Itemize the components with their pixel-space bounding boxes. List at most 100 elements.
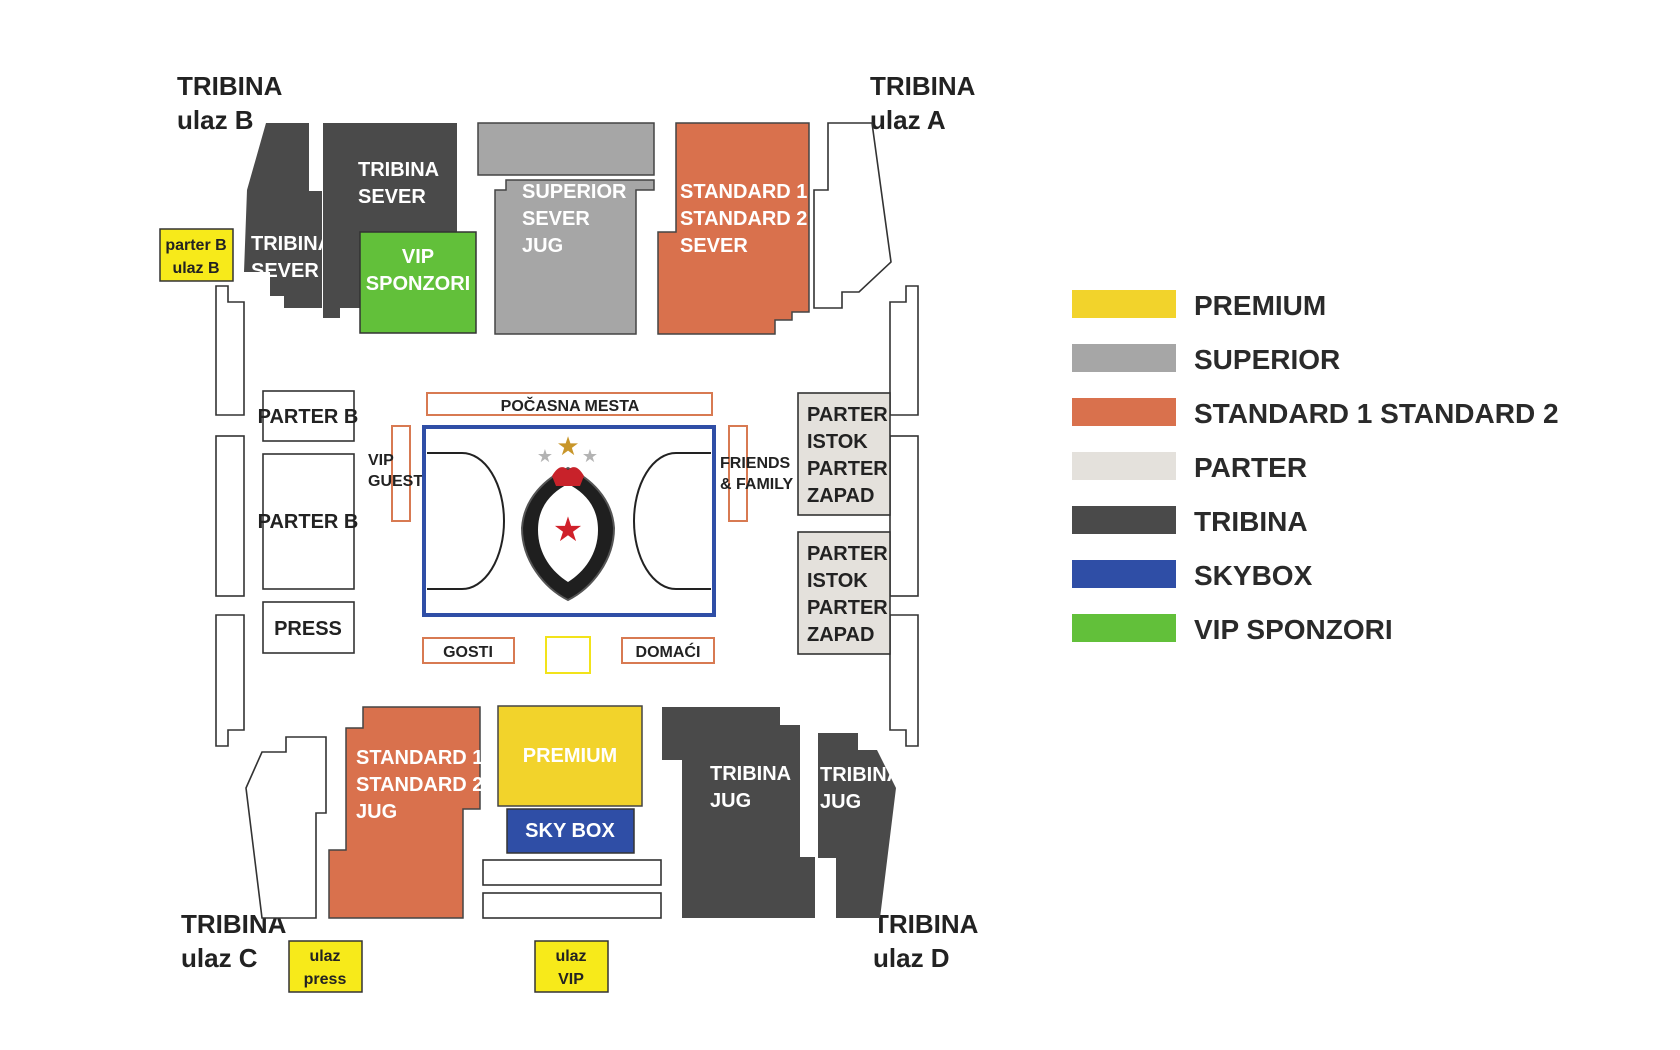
legend-swatch <box>1072 290 1176 318</box>
section-domaci[interactable] <box>621 637 715 664</box>
superior-line1: SUPERIOR <box>522 181 627 203</box>
section-tribina-jug-right[interactable] <box>818 733 896 918</box>
legend-swatch <box>1072 560 1176 588</box>
tribina-jug-main-line1: TRIBINA <box>710 763 791 785</box>
gosti-label: GOSTI <box>443 644 493 661</box>
standard-jug-line3: JUG <box>356 801 397 823</box>
red-star-icon: ★ <box>553 511 583 549</box>
superior-line2: SEVER <box>522 208 590 230</box>
corner-bottom-left-line2: ulaz C <box>181 943 258 973</box>
gold-star-icon: ★ <box>556 431 579 461</box>
pocasna-mesta-label: POČASNA MESTA <box>501 396 640 415</box>
parter-istok-2-line4: ZAPAD <box>807 624 874 646</box>
section-premium[interactable] <box>497 705 643 807</box>
legend-swatch <box>1072 452 1176 480</box>
section-parter-b-mid[interactable] <box>262 453 355 590</box>
side-block-left-3[interactable] <box>215 614 245 747</box>
corner-bottom-right-line1: TRIBINA <box>873 909 979 939</box>
press-label: PRESS <box>274 618 342 640</box>
section-skybox[interactable] <box>506 808 635 854</box>
legend-swatch <box>1072 398 1176 426</box>
legend: PREMIUM SUPERIOR STANDARD 1 STANDARD 2 PART… <box>1072 290 1559 645</box>
section-standard-sever[interactable] <box>657 122 810 335</box>
parter-istok-1-line3: PARTER <box>807 458 888 480</box>
side-block-right-1[interactable] <box>889 285 919 416</box>
premium-label: PREMIUM <box>523 745 617 767</box>
legend-label: STANDARD 1 STANDARD 2 <box>1194 398 1559 429</box>
side-block-right-3[interactable] <box>889 614 919 747</box>
corner-top-right-line2: ulaz A <box>870 105 946 135</box>
parter-istok-2-line1: PARTER <box>807 543 888 565</box>
entrance-press[interactable] <box>288 940 363 993</box>
section-press[interactable] <box>262 601 355 654</box>
legend-label: SUPERIOR <box>1194 344 1340 375</box>
section-tribina-sever-left[interactable] <box>244 123 322 308</box>
corner-top-right-line1: TRIBINA <box>870 71 976 101</box>
corner-bottom-right-line2: ulaz D <box>873 943 950 973</box>
section-vip-guest-bar[interactable] <box>391 425 411 522</box>
parter-istok-1-line1: PARTER <box>807 404 888 426</box>
section-tribina-sever-top[interactable] <box>323 123 457 318</box>
silver-star-icon: ★ <box>537 446 553 466</box>
vip-sponzori-line1: VIP <box>402 246 434 268</box>
standard-sever-line3: SEVER <box>680 235 748 257</box>
section-tribina-right-top[interactable] <box>813 122 892 309</box>
court-key-left <box>427 452 505 590</box>
legend-label: VIP SPONZORI <box>1194 614 1393 645</box>
vip-guest-line1: VIP <box>368 452 394 469</box>
entrance-vip[interactable] <box>534 940 609 993</box>
section-standard-jug[interactable] <box>328 706 481 919</box>
corner-top-left-line2: ulaz B <box>177 105 254 135</box>
standard-jug-line2: STANDARD 2 <box>356 774 483 796</box>
side-block-left-1[interactable] <box>215 285 245 416</box>
corner-top-left-line1: TRIBINA <box>177 71 283 101</box>
section-bottom-row-2[interactable] <box>482 892 662 919</box>
legend-label: TRIBINA <box>1194 506 1308 537</box>
corner-label-bottom-left: TRIBINA ulaz C <box>181 909 287 973</box>
section-parter-istok-2[interactable] <box>797 531 891 655</box>
tribina-jug-main-line2: JUG <box>710 790 751 812</box>
section-vip-sponzori[interactable] <box>359 231 477 334</box>
entrance-parter-b-line2: ulaz B <box>172 260 219 277</box>
legend-label: PARTER <box>1194 452 1307 483</box>
corner-label-top-right: TRIBINA ulaz A <box>870 71 976 135</box>
parter-b-top-label: PARTER B <box>258 406 359 428</box>
domaci-label: DOMAĆI <box>636 642 701 661</box>
tribina-sever-top-line2: SEVER <box>358 186 426 208</box>
tribina-sever-left-line1: TRIBINA <box>251 233 332 255</box>
club-logo-emblem: ★ ★ ★ ★ <box>520 431 616 602</box>
legend-swatch <box>1072 614 1176 642</box>
standard-sever-line2: STANDARD 2 <box>680 208 807 230</box>
court-key-right <box>633 452 711 590</box>
corner-label-bottom-right: TRIBINA ulaz D <box>873 909 979 973</box>
legend-label: PREMIUM <box>1194 290 1326 321</box>
section-superior-main[interactable] <box>494 179 655 335</box>
section-friends-family-bar[interactable] <box>728 425 748 522</box>
legend-swatch <box>1072 506 1176 534</box>
section-superior-top[interactable] <box>477 122 655 176</box>
entrance-press-line1: ulaz <box>309 948 340 965</box>
entrance-parter-b[interactable] <box>159 228 234 282</box>
legend-label: SKYBOX <box>1194 560 1313 591</box>
section-bottom-row-1[interactable] <box>482 859 662 886</box>
side-block-right-2[interactable] <box>889 435 919 597</box>
vip-guest-line2: GUEST <box>368 473 423 490</box>
section-gosti[interactable] <box>422 637 515 664</box>
section-parter-istok-1[interactable] <box>797 392 891 516</box>
legend-swatch <box>1072 344 1176 372</box>
parter-istok-1-line4: ZAPAD <box>807 485 874 507</box>
vip-sponzori-line2: SPONZORI <box>366 273 470 295</box>
side-block-left-2[interactable] <box>215 435 245 597</box>
tribina-jug-right-line2: JUG <box>820 791 861 813</box>
standard-jug-line1: STANDARD 1 <box>356 747 483 769</box>
section-tribina-left-bottom[interactable] <box>245 736 327 919</box>
shield-inner-icon <box>538 484 598 582</box>
scorer-table[interactable] <box>545 636 591 674</box>
silver-star-icon: ★ <box>582 446 598 466</box>
section-parter-b-top[interactable] <box>262 390 355 442</box>
section-pocasna-mesta[interactable] <box>426 392 713 416</box>
tribina-sever-left-line2: SEVER <box>251 260 319 282</box>
section-tribina-jug-main[interactable] <box>662 707 815 918</box>
skybox-label: SKY BOX <box>525 820 615 842</box>
